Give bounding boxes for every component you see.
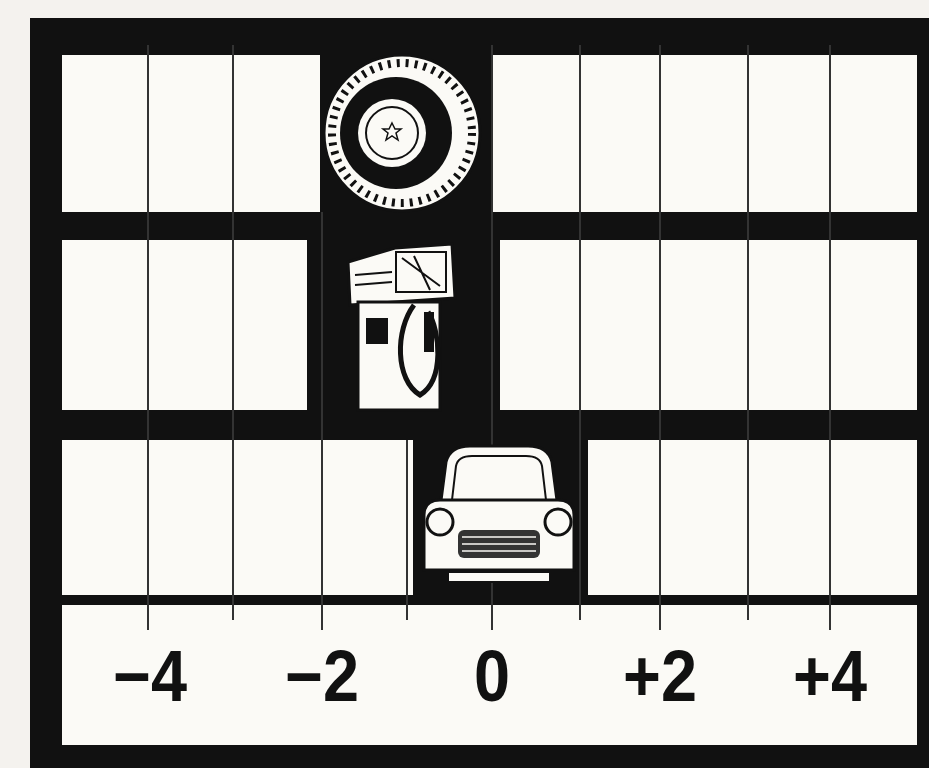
axis-number: +2: [623, 640, 697, 712]
car-icon: [424, 446, 574, 597]
cell-block: [62, 440, 413, 595]
cell-block: [62, 55, 320, 212]
tyre-icon: [324, 55, 480, 211]
cell-block: [500, 240, 917, 410]
axis-number: −2: [285, 640, 359, 712]
petrol-pump-icon: [348, 244, 455, 410]
cell-block: [493, 55, 917, 212]
axis-number: −4: [113, 640, 187, 712]
cell-block: [62, 240, 307, 410]
axis-number: 0: [474, 640, 510, 712]
grid-lines: [148, 45, 830, 630]
number-strip: [62, 605, 917, 745]
frame: [30, 18, 929, 768]
axis-number: +4: [793, 640, 867, 712]
cell-block: [588, 440, 917, 595]
